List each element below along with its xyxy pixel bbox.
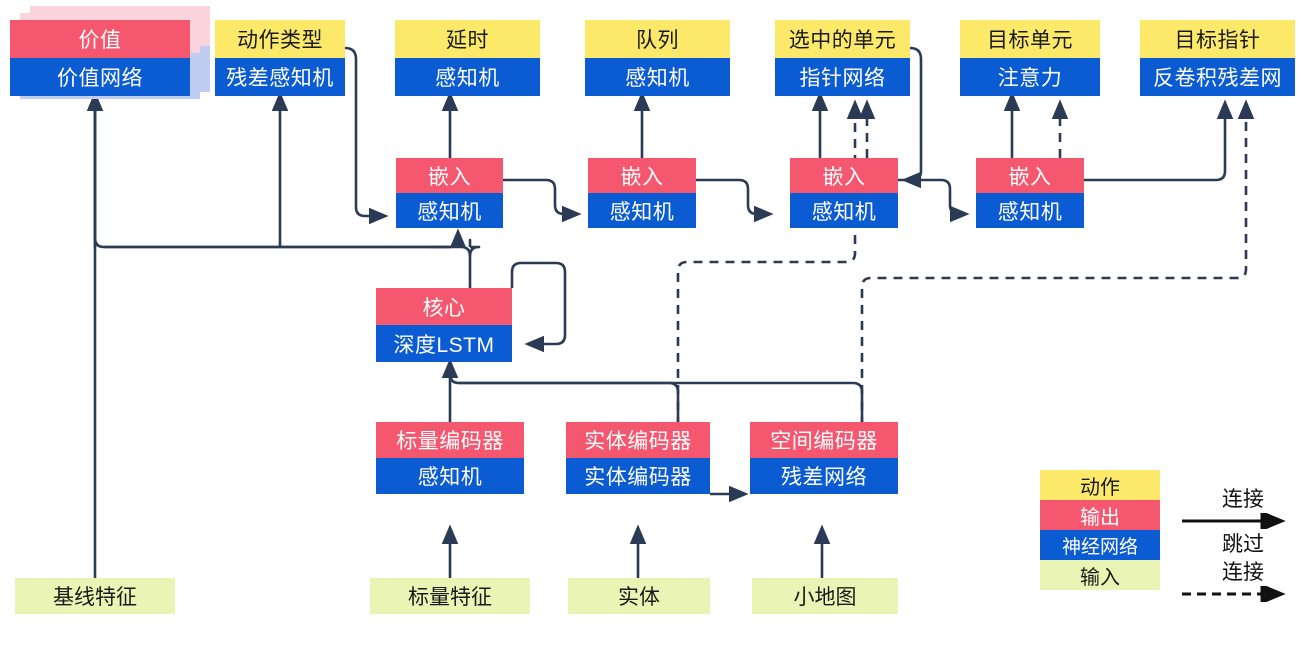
- input-scalar-features[interactable]: 标量特征: [370, 578, 530, 614]
- head-target-point-action: 目标指针: [1140, 20, 1295, 58]
- legend-swatch-neural-network: 神经网络: [1040, 530, 1160, 560]
- legend-connection-label: 连接: [1222, 488, 1264, 511]
- embed-block-3-network: 感知机: [790, 193, 898, 228]
- embed-block-3[interactable]: 嵌入 感知机: [790, 158, 898, 228]
- legend-skip-label-line1: 跳过: [1222, 533, 1264, 556]
- embed-block-1-output: 嵌入: [396, 158, 503, 193]
- input-minimap[interactable]: 小地图: [752, 578, 898, 614]
- encoder-spatial-output: 空间编码器: [750, 422, 898, 458]
- legend-swatch-output: 输出: [1040, 500, 1160, 530]
- head-selected-units-action: 选中的单元: [775, 20, 910, 58]
- head-selected-units-network: 指针网络: [775, 58, 910, 96]
- head-delay[interactable]: 延时 感知机: [395, 20, 540, 96]
- head-queued[interactable]: 队列 感知机: [585, 20, 730, 96]
- head-action-type-action: 动作类型: [215, 20, 345, 58]
- legend-skip-label-line2: 连接: [1222, 561, 1264, 584]
- head-target-unit[interactable]: 目标单元 注意力: [960, 20, 1100, 96]
- embed-block-1[interactable]: 嵌入 感知机: [396, 158, 503, 228]
- encoder-scalar-network: 感知机: [376, 458, 524, 494]
- embed-block-4-output: 嵌入: [976, 158, 1084, 193]
- encoder-scalar[interactable]: 标量编码器 感知机: [376, 422, 524, 494]
- encoder-entity-output: 实体编码器: [566, 422, 710, 458]
- encoder-entity-network: 实体编码器: [566, 458, 710, 494]
- legend-skip-connection-arrow: [1182, 586, 1286, 602]
- encoder-spatial[interactable]: 空间编码器 残差网络: [750, 422, 898, 494]
- legend: 动作 输出 神经网络 输入: [1040, 470, 1160, 590]
- core-block[interactable]: 核心 深度LSTM: [376, 288, 512, 362]
- head-target-point[interactable]: 目标指针 反卷积残差网: [1140, 20, 1295, 96]
- embed-block-2-network: 感知机: [588, 193, 696, 228]
- head-target-unit-action: 目标单元: [960, 20, 1100, 58]
- input-baseline-features[interactable]: 基线特征: [15, 578, 175, 614]
- legend-connection-arrow: [1182, 513, 1286, 529]
- embed-block-2[interactable]: 嵌入 感知机: [588, 158, 696, 228]
- head-queued-network: 感知机: [585, 58, 730, 96]
- head-value-network: 价值网络: [10, 58, 190, 96]
- head-delay-network: 感知机: [395, 58, 540, 96]
- encoder-spatial-network: 残差网络: [750, 458, 898, 494]
- embed-block-4-network: 感知机: [976, 193, 1084, 228]
- legend-swatch-input: 输入: [1040, 560, 1160, 590]
- legend-swatch-action: 动作: [1040, 470, 1160, 500]
- head-value-action: 价值: [10, 20, 190, 58]
- embed-block-1-network: 感知机: [396, 193, 503, 228]
- core-network: 深度LSTM: [376, 325, 512, 362]
- input-entities[interactable]: 实体: [568, 578, 710, 614]
- head-action-type[interactable]: 动作类型 残差感知机: [215, 20, 345, 96]
- head-action-type-network: 残差感知机: [215, 58, 345, 96]
- head-value[interactable]: 价值 价值网络: [10, 20, 190, 96]
- head-queued-action: 队列: [585, 20, 730, 58]
- embed-block-3-output: 嵌入: [790, 158, 898, 193]
- embed-block-2-output: 嵌入: [588, 158, 696, 193]
- embed-block-4[interactable]: 嵌入 感知机: [976, 158, 1084, 228]
- head-target-point-network: 反卷积残差网: [1140, 58, 1295, 96]
- head-delay-action: 延时: [395, 20, 540, 58]
- core-output: 核心: [376, 288, 512, 325]
- head-target-unit-network: 注意力: [960, 58, 1100, 96]
- encoder-entity[interactable]: 实体编码器 实体编码器: [566, 422, 710, 494]
- encoder-scalar-output: 标量编码器: [376, 422, 524, 458]
- head-selected-units[interactable]: 选中的单元 指针网络: [775, 20, 910, 96]
